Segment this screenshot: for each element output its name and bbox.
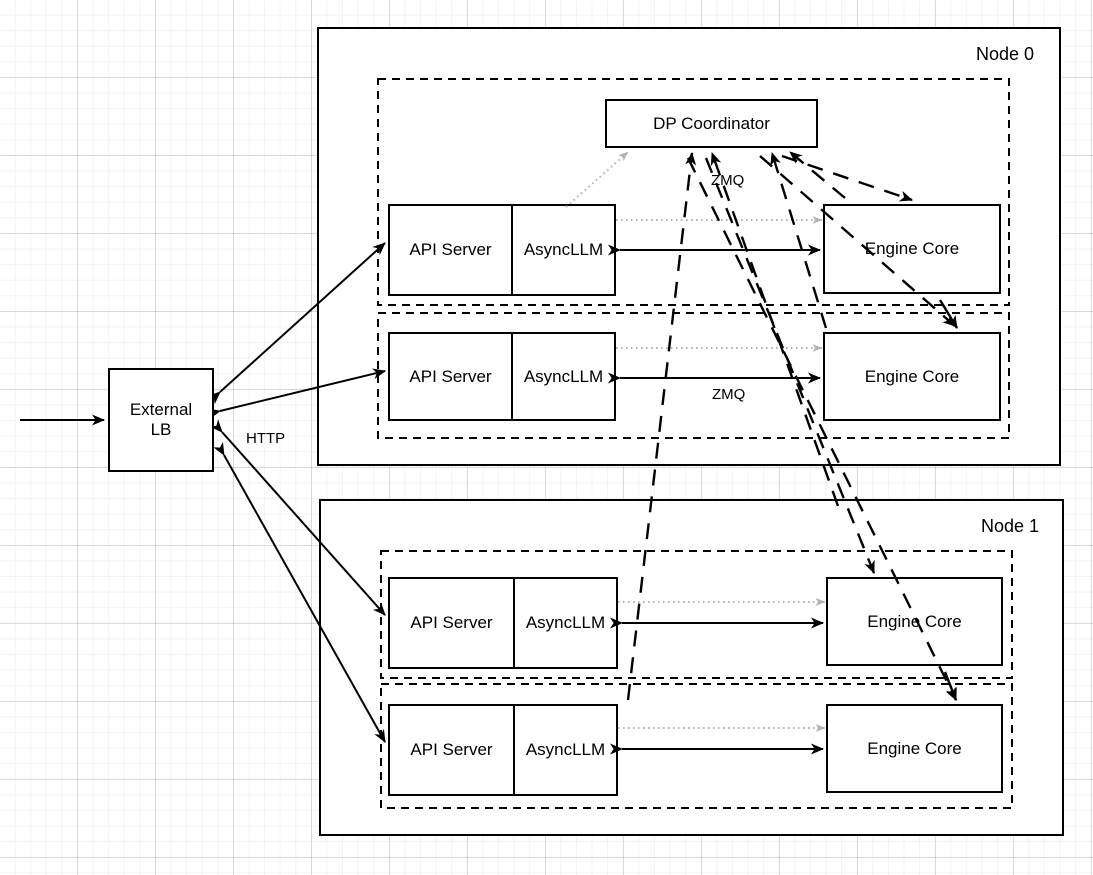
node-1-group-0-boundary bbox=[380, 550, 1013, 679]
node-0-group-0-engine-core-box bbox=[823, 204, 1001, 294]
edge-coordinator-hop-n0-g1 bbox=[938, 299, 959, 329]
node-1-group-0-engine-core-box bbox=[826, 577, 1003, 666]
node-1-group-1-boundary bbox=[380, 683, 1013, 809]
edge-core-coordinator-n1-g1 bbox=[626, 152, 958, 701]
external-lb-label-line2: LB bbox=[150, 420, 172, 439]
edge-coordinator-hop-n1-g1 bbox=[943, 671, 958, 701]
node-0-group-0-zmq-label: ZMQ bbox=[711, 172, 745, 189]
node-0-group-1-api-server-box bbox=[388, 332, 616, 421]
dp-coordinator-box bbox=[605, 99, 818, 148]
node-1-title: Node 1 bbox=[981, 516, 1040, 536]
edge-async-coordinator-dotted bbox=[565, 151, 629, 208]
node-0-group-1-engine-core-box bbox=[823, 332, 1001, 421]
node-1-group-1-api-server-label[interactable]: API Server bbox=[410, 740, 493, 760]
node-1-group-1-engine-core-box bbox=[826, 704, 1003, 793]
dp-coordinator-label[interactable]: DP Coordinator bbox=[653, 113, 770, 133]
node-0-group-1-async-llm-label[interactable]: AsyncLLM bbox=[523, 366, 604, 386]
edge-lb-api-n0-g1 bbox=[207, 368, 386, 420]
external-lb-box[interactable]: External LB bbox=[108, 368, 214, 472]
node-0-group-0-boundary bbox=[377, 78, 1010, 306]
http-label: HTTP bbox=[246, 430, 286, 447]
edge-core-coordinator-n0-g1 bbox=[759, 152, 956, 329]
edge-core-coordinator-n0-g0 bbox=[781, 151, 913, 202]
node-1-group-0-api-server-box bbox=[388, 577, 618, 669]
node-0-group-1-zmq-label: ZMQ bbox=[712, 386, 746, 403]
node-1-group-0-api-server-label[interactable]: API Server bbox=[410, 613, 493, 633]
node-1-group-1-api-server-box bbox=[388, 704, 618, 796]
node-0-group-1-engine-core-label[interactable]: Engine Core bbox=[864, 366, 960, 386]
edge-lb-api-n1-g1 bbox=[213, 441, 386, 743]
edge-lb-api-n0-g0 bbox=[207, 242, 386, 405]
node-1-group-0-async-llm-label[interactable]: AsyncLLM bbox=[525, 613, 606, 633]
node-1-group-1-engine-core-label[interactable]: Engine Core bbox=[867, 738, 962, 758]
node-1-group-0-engine-core-label[interactable]: Engine Core bbox=[867, 611, 962, 631]
node-0-group-1-api-server-label[interactable]: API Server bbox=[409, 366, 492, 386]
external-lb-label-line1: External bbox=[129, 400, 193, 420]
node-0-title: Node 0 bbox=[976, 44, 1035, 64]
node-0-group-0-async-llm-label[interactable]: AsyncLLM bbox=[523, 240, 604, 260]
node-0-group-0-engine-core-label[interactable]: Engine Core bbox=[864, 239, 960, 259]
node-0-group-0-api-server-box bbox=[388, 204, 616, 296]
node-0-group-0-api-server-label[interactable]: API Server bbox=[409, 240, 492, 260]
node-1-group-1-async-llm-label[interactable]: AsyncLLM bbox=[525, 740, 606, 760]
